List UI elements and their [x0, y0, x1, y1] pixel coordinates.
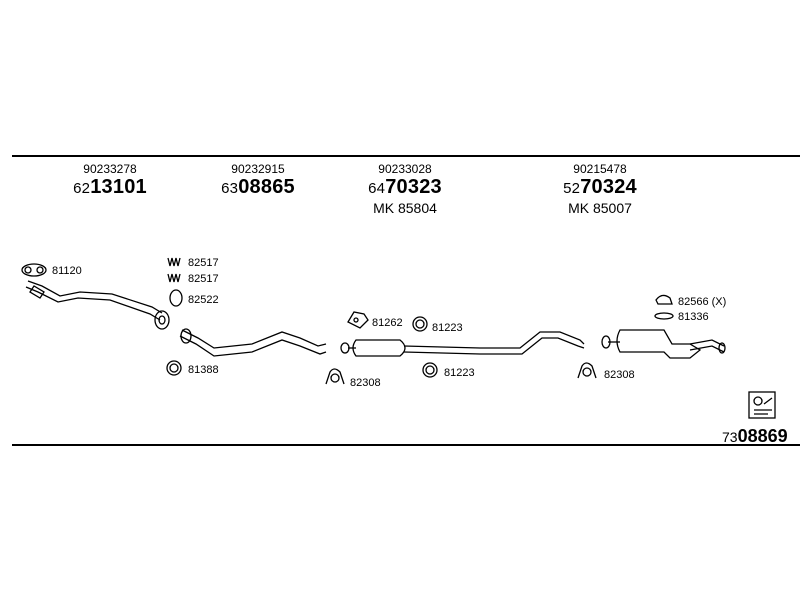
ring-icon: [412, 316, 428, 332]
part-label: 82522: [188, 294, 219, 306]
part-label: 81223: [432, 322, 463, 334]
part-number: 6213101: [73, 176, 147, 198]
header-col-2: 90232915 6308865: [188, 162, 328, 200]
header-col-1: 90233278 6213101: [40, 162, 180, 200]
ring-icon: [169, 289, 183, 307]
part-number: 6470323: [368, 176, 442, 198]
spring-icon: [167, 257, 181, 267]
part-label: 81120: [52, 265, 82, 277]
part-label: 81262: [372, 317, 403, 329]
part-label: 81223: [444, 367, 475, 379]
gasket-icon: [655, 294, 673, 305]
part-label: 82566 (X): [678, 296, 726, 308]
clamp-icon: [325, 368, 345, 385]
front-pipe: [25, 280, 170, 330]
gasket-icon: [21, 263, 47, 277]
clamp-icon: [577, 362, 597, 379]
part-label: 81336: [678, 311, 709, 323]
catalog-code: 7308869: [722, 426, 788, 446]
rear-muffler: [601, 329, 726, 359]
middle-pipe: [179, 328, 327, 357]
mk-number: MK 85007: [568, 200, 632, 216]
header-col-4: 90215478 5270324 MK 85007: [530, 162, 670, 216]
oem-number: 90233278: [83, 162, 137, 176]
part-number: 6308865: [221, 176, 295, 198]
header-col-3: 90233028 6470323 MK 85804: [335, 162, 475, 216]
mk-number: MK 85804: [373, 200, 437, 216]
part-label: 82308: [604, 369, 635, 381]
part-number: 5270324: [563, 176, 637, 198]
bottom-rule: [12, 444, 800, 446]
center-muffler: [340, 331, 585, 357]
part-label: 81388: [188, 364, 219, 376]
hanger-icon: [654, 312, 674, 320]
part-label: 82517: [188, 257, 219, 269]
oem-number: 90233028: [378, 162, 432, 176]
part-label: 82517: [188, 273, 219, 285]
part-label: 82308: [350, 377, 381, 389]
oem-number: 90215478: [573, 162, 627, 176]
oem-number: 90232915: [231, 162, 285, 176]
hanger-icon: [347, 311, 369, 329]
catalog-box-icon: [748, 391, 776, 419]
spring-icon: [167, 273, 181, 283]
ring-icon: [166, 360, 182, 376]
ring-icon: [422, 362, 438, 378]
top-rule: [12, 155, 800, 157]
